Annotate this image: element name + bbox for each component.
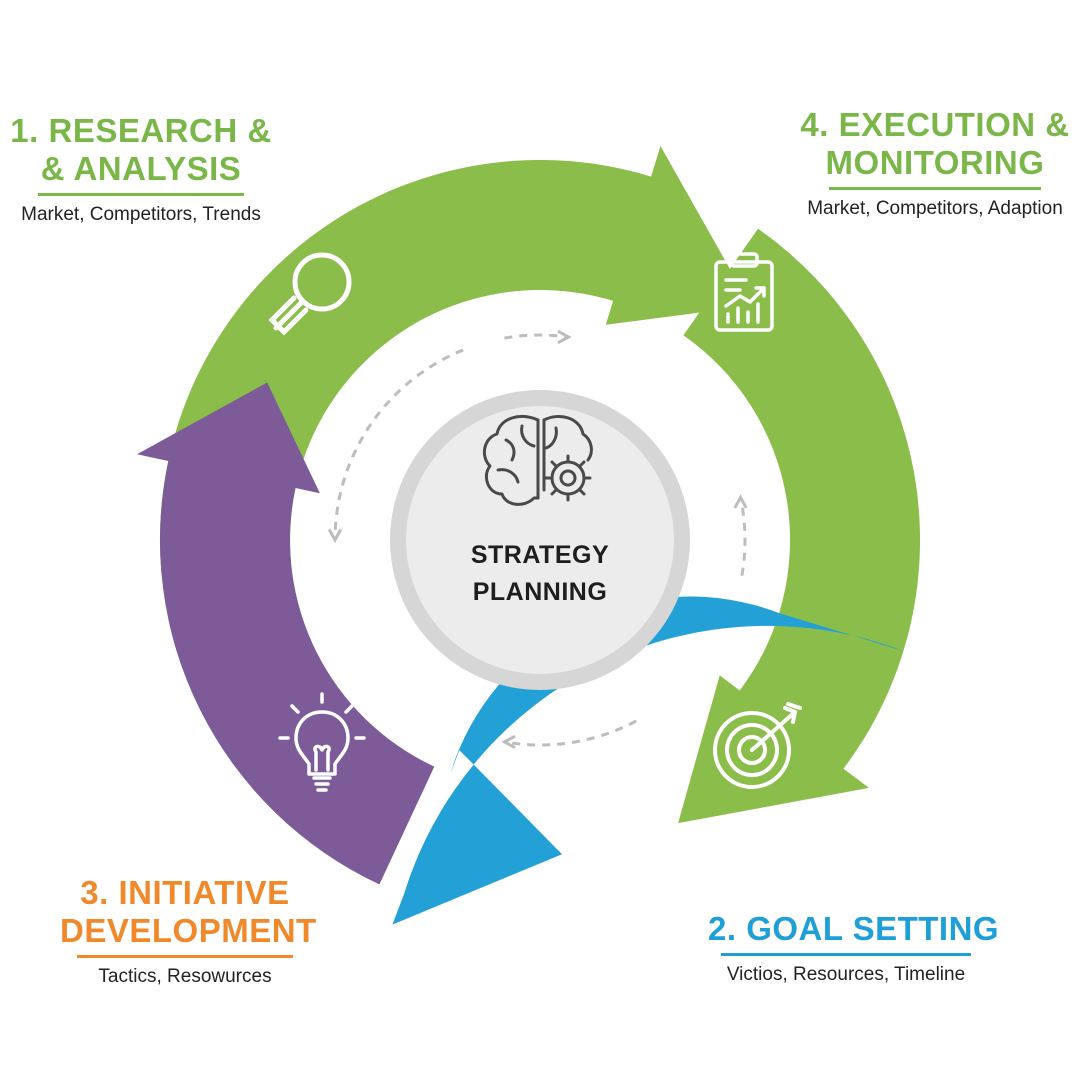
- research-subtitle: Market, Competitors, Trends: [21, 204, 261, 225]
- goal-divider: [721, 953, 971, 956]
- initiative-title-line1: 3. INITIATIVE: [80, 874, 290, 911]
- execution-arrow: [678, 228, 921, 824]
- research-title-line2: & ANALYSIS: [40, 150, 242, 187]
- stage-execution: 4. EXECUTION & MONITORING Market, Compet…: [790, 106, 1080, 220]
- magnifier-icon: [268, 252, 352, 336]
- dashed-arc-bottom-head: [501, 734, 516, 749]
- dashed-arc-bottom: [504, 719, 637, 747]
- research-arrow: [159, 146, 751, 574]
- initiative-divider: [77, 955, 293, 958]
- dashed-arc-left: [333, 348, 464, 541]
- goal-title: 2. GOAL SETTING: [708, 910, 1000, 947]
- target-icon: [713, 702, 802, 789]
- initiative-subtitle: Tactics, Resowurces: [98, 966, 272, 987]
- stage-initiative: 3. INITIATIVE DEVELOPMENT Tactics, Resow…: [60, 874, 317, 988]
- center-title-line1: STRATEGY: [471, 541, 609, 569]
- center-disc: [406, 406, 674, 674]
- gear-icon: [544, 454, 592, 502]
- brain-gear-icon: [482, 415, 593, 506]
- execution-divider: [829, 187, 1041, 190]
- dashed-arc-right-head: [733, 494, 748, 509]
- center-title-line2: PLANNING: [473, 578, 608, 606]
- dashed-arc-top: [504, 333, 569, 340]
- research-title-line1: 1. RESEARCH &: [10, 112, 272, 149]
- research-divider: [38, 193, 244, 196]
- execution-title-line1: 4. EXECUTION &: [800, 106, 1070, 143]
- dashed-arc-top-head: [557, 329, 572, 345]
- initiative-title-line2: DEVELOPMENT: [60, 912, 317, 949]
- initiative-arrow: [137, 382, 435, 885]
- lightbulb-icon: [278, 692, 366, 792]
- goal-subtitle: Victios, Resources, Timeline: [726, 964, 966, 985]
- stage-research: 1. RESEARCH & & ANALYSIS Market, Competi…: [10, 112, 272, 226]
- stage-goal: 2. GOAL SETTING Victios, Resources, Time…: [708, 910, 1000, 986]
- execution-subtitle: Market, Competitors, Adaption: [807, 198, 1063, 219]
- dashed-flow-arcs: [327, 329, 748, 749]
- dashed-arc-left-head: [327, 528, 343, 544]
- execution-title-line2: MONITORING: [825, 144, 1045, 181]
- dashed-arc-right: [739, 497, 747, 576]
- clipboard-chart-icon: [714, 252, 774, 332]
